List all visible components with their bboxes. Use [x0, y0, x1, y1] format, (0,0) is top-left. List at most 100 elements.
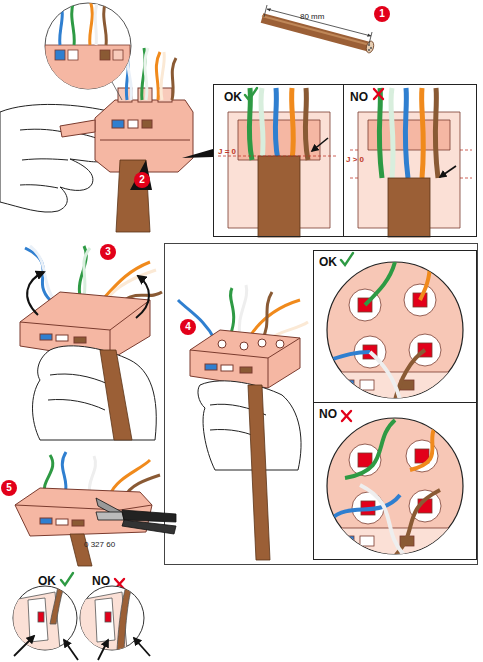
connector-body — [218, 340, 226, 348]
motion-arrow — [27, 272, 44, 315]
callout-circle — [180, 319, 196, 335]
step-frame — [165, 244, 478, 565]
trim-detail-ok — [13, 586, 77, 650]
status-label: NO — [350, 90, 368, 104]
wire-pairs — [250, 300, 300, 336]
magnified-view — [330, 352, 370, 360]
comparison-panel: OK — [313, 250, 477, 403]
detail-inset — [104, 0, 107, 45]
magnified-view — [340, 536, 354, 546]
connector-body — [56, 519, 68, 525]
wire-pairs — [262, 292, 272, 340]
detail-inset — [45, 0, 130, 95]
connector-body — [15, 505, 152, 510]
status-label: OK — [38, 574, 56, 588]
gap-label: J = 0 — [218, 147, 236, 156]
pointer-arrow — [182, 149, 213, 158]
front-view-ok — [228, 88, 330, 237]
pointer-arrow — [14, 636, 34, 656]
wire-pairs — [178, 300, 215, 340]
connector-body — [138, 88, 152, 102]
callout-number: 4 — [180, 319, 196, 335]
connector-body — [240, 342, 248, 350]
connector-body — [56, 335, 68, 341]
trim-detail-ok — [13, 586, 77, 650]
connector-body — [268, 358, 269, 388]
front-view-no — [391, 88, 393, 178]
cable-end — [262, 16, 375, 54]
cable — [248, 385, 270, 560]
wire-pairs — [145, 48, 148, 100]
connector-body — [112, 120, 124, 128]
front-view-ok — [275, 88, 278, 160]
connector-body — [128, 120, 138, 128]
trim-detail-ok — [38, 612, 44, 622]
pointer-arrow — [134, 638, 150, 656]
callout-number: 3 — [100, 244, 116, 260]
no-cross — [374, 89, 383, 99]
detail-inset — [113, 50, 123, 60]
pointer-arrow — [98, 640, 108, 660]
detail-inset — [112, 82, 122, 100]
comparison-panel: NO — [313, 402, 477, 560]
cable-end — [365, 40, 375, 53]
connector-body — [72, 520, 84, 526]
connector-body — [40, 334, 52, 340]
magnified-view — [365, 262, 395, 305]
callout-number: 1 — [374, 6, 390, 22]
callout-circle — [100, 244, 116, 260]
pointer-arrow — [440, 166, 456, 177]
dimension-label: 80 mm — [300, 12, 324, 21]
connector-body — [40, 518, 52, 524]
pointer-arrow — [130, 149, 213, 190]
side-cutter — [96, 498, 124, 520]
connector-body — [142, 120, 152, 128]
pointer-arrow — [14, 636, 150, 660]
detail-inset — [68, 50, 78, 60]
front-view-no — [405, 88, 408, 178]
magnified-view — [358, 453, 372, 467]
callout-number: 2 — [134, 172, 150, 188]
front-view-no — [379, 88, 382, 178]
front-view-no — [358, 88, 460, 237]
hand — [20, 185, 58, 188]
wire-pairs — [178, 285, 308, 340]
connector-body — [60, 120, 95, 137]
comparison-panel: OKJ = 0 — [213, 84, 344, 237]
dimension-line — [264, 5, 372, 44]
connector-body — [74, 337, 86, 343]
dimension-line — [267, 9, 371, 36]
trim-detail-ok — [13, 586, 64, 650]
pointer-arrow — [312, 138, 456, 177]
wire-pairs — [25, 246, 162, 300]
detail-inset — [45, 45, 130, 95]
cable-end — [368, 49, 370, 51]
connector-body — [60, 88, 193, 172]
motion-arrow — [136, 276, 149, 318]
dimension-line — [264, 5, 267, 17]
connector-body — [221, 365, 233, 371]
magnified-view — [327, 420, 467, 558]
callout-number: 4 — [180, 319, 196, 335]
front-view-no — [435, 88, 438, 178]
magnified-view — [370, 352, 400, 400]
ok-check — [61, 573, 73, 585]
connector-body — [240, 367, 252, 373]
wire-pairs — [84, 248, 90, 296]
detail-inset — [72, 0, 75, 45]
cable — [100, 350, 132, 440]
callout-number: 1 — [374, 6, 390, 22]
trim-detail-no — [80, 586, 132, 650]
cable-end — [370, 47, 372, 49]
no-cross — [342, 411, 351, 421]
side-cutter — [96, 498, 176, 534]
wire-pairs — [161, 52, 164, 100]
cable — [248, 385, 270, 560]
wire-pairs — [89, 456, 95, 495]
magnified-view — [360, 380, 374, 390]
status-label: NO — [92, 574, 110, 588]
comparison-panel: NOJ > 0 — [343, 84, 477, 237]
part-number: 0 327 60 — [84, 540, 115, 549]
side-cutter — [122, 510, 176, 522]
